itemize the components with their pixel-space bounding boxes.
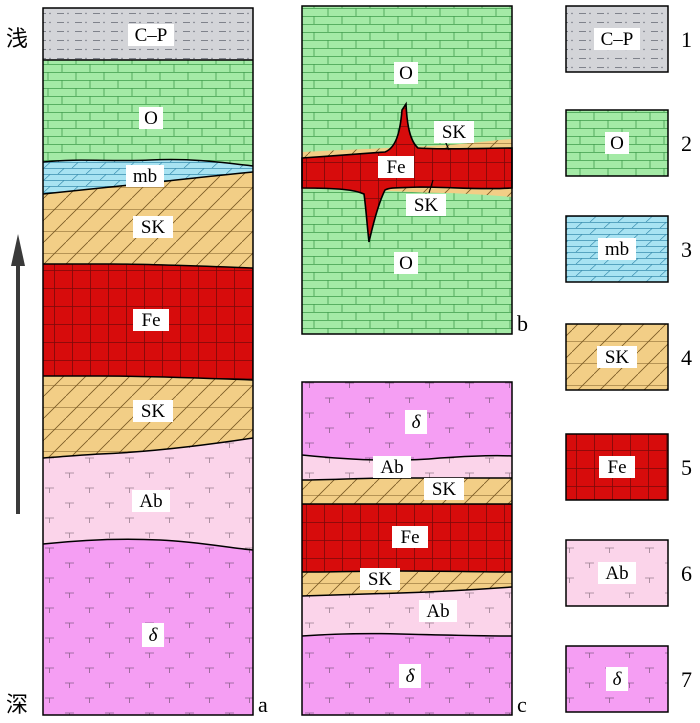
panel-a: C–P O mb SK Fe SK Ab δ a (42, 7, 268, 717)
panel-b: O SK Fe SK O b (301, 5, 528, 336)
panel-a-letter: a (258, 692, 268, 717)
legend-item-2: O 2 (565, 109, 692, 177)
legend-code-delta: δ (613, 669, 623, 690)
legend-num-4: 4 (681, 345, 692, 370)
panel-c-letter: c (517, 692, 527, 717)
label-c-delta-lower: δ (406, 666, 416, 687)
legend-num-2: 2 (681, 131, 692, 156)
label-a-sk-upper: SK (141, 217, 166, 238)
legend-code-fe: Fe (608, 457, 627, 478)
label-b-fe: Fe (387, 157, 406, 178)
skarn-leader-bottom (428, 179, 434, 194)
legend-item-1: C–P 1 (565, 5, 692, 73)
label-a-cp: C–P (135, 25, 168, 46)
panel-b-letter: b (517, 311, 528, 336)
contacts-a (42, 59, 254, 551)
label-c-fe: Fe (401, 527, 420, 548)
label-a-fe: Fe (142, 310, 161, 331)
legend-code-mb: mb (605, 239, 629, 260)
legend-code-ab: Ab (605, 563, 628, 584)
legend-num-7: 7 (681, 667, 692, 692)
legend-num-6: 6 (681, 561, 692, 586)
legend-code-o: O (610, 133, 624, 154)
label-c-sk-upper: SK (432, 479, 457, 500)
label-a-mb: mb (133, 166, 157, 187)
legend-code-cp: C–P (601, 29, 634, 50)
legend-swatch-o (565, 109, 669, 177)
legend-item-7: δ 7 (565, 645, 692, 713)
label-a-ab: Ab (139, 491, 162, 512)
contacts-c (301, 454, 513, 637)
layer-c-ab-lower (302, 587, 512, 636)
panel-b-frame (301, 5, 513, 335)
deep-label: 深 (6, 692, 28, 717)
label-b-sk-top: SK (442, 122, 467, 143)
label-a-sk-lower: SK (141, 401, 166, 422)
legend-item-5: Fe 5 (565, 433, 692, 501)
label-c-ab-lower: Ab (426, 601, 449, 622)
label-c-sk-lower: SK (368, 569, 393, 590)
legend-code-sk: SK (605, 347, 630, 368)
legend-item-3: mb 3 (565, 215, 692, 283)
panel-c: δ Ab SK Fe SK Ab δ c (301, 381, 527, 717)
label-b-o-lower: O (399, 253, 413, 274)
label-c-ab-upper: Ab (380, 457, 403, 478)
label-c-delta-upper: δ (412, 412, 422, 433)
legend-item-6: Ab 6 (565, 539, 692, 607)
depth-arrow-head (11, 234, 25, 266)
layer-c-sk-upper (302, 478, 512, 504)
legend-num-5: 5 (681, 455, 692, 480)
shallow-label: 浅 (6, 26, 28, 51)
panel-c-frame (301, 381, 513, 716)
panel-a-frame (42, 7, 254, 716)
legend-item-4: SK 4 (565, 323, 692, 391)
label-a-o: O (144, 108, 158, 129)
legend: C–P 1 O 2 mb 3 SK 4 Fe 5 (565, 5, 692, 713)
legend-num-3: 3 (681, 237, 692, 262)
depth-axis: 浅 深 (6, 26, 28, 717)
label-b-sk-bottom: SK (414, 195, 439, 216)
legend-num-1: 1 (681, 27, 692, 52)
label-a-delta: δ (149, 625, 159, 646)
label-b-o-upper: O (399, 63, 413, 84)
